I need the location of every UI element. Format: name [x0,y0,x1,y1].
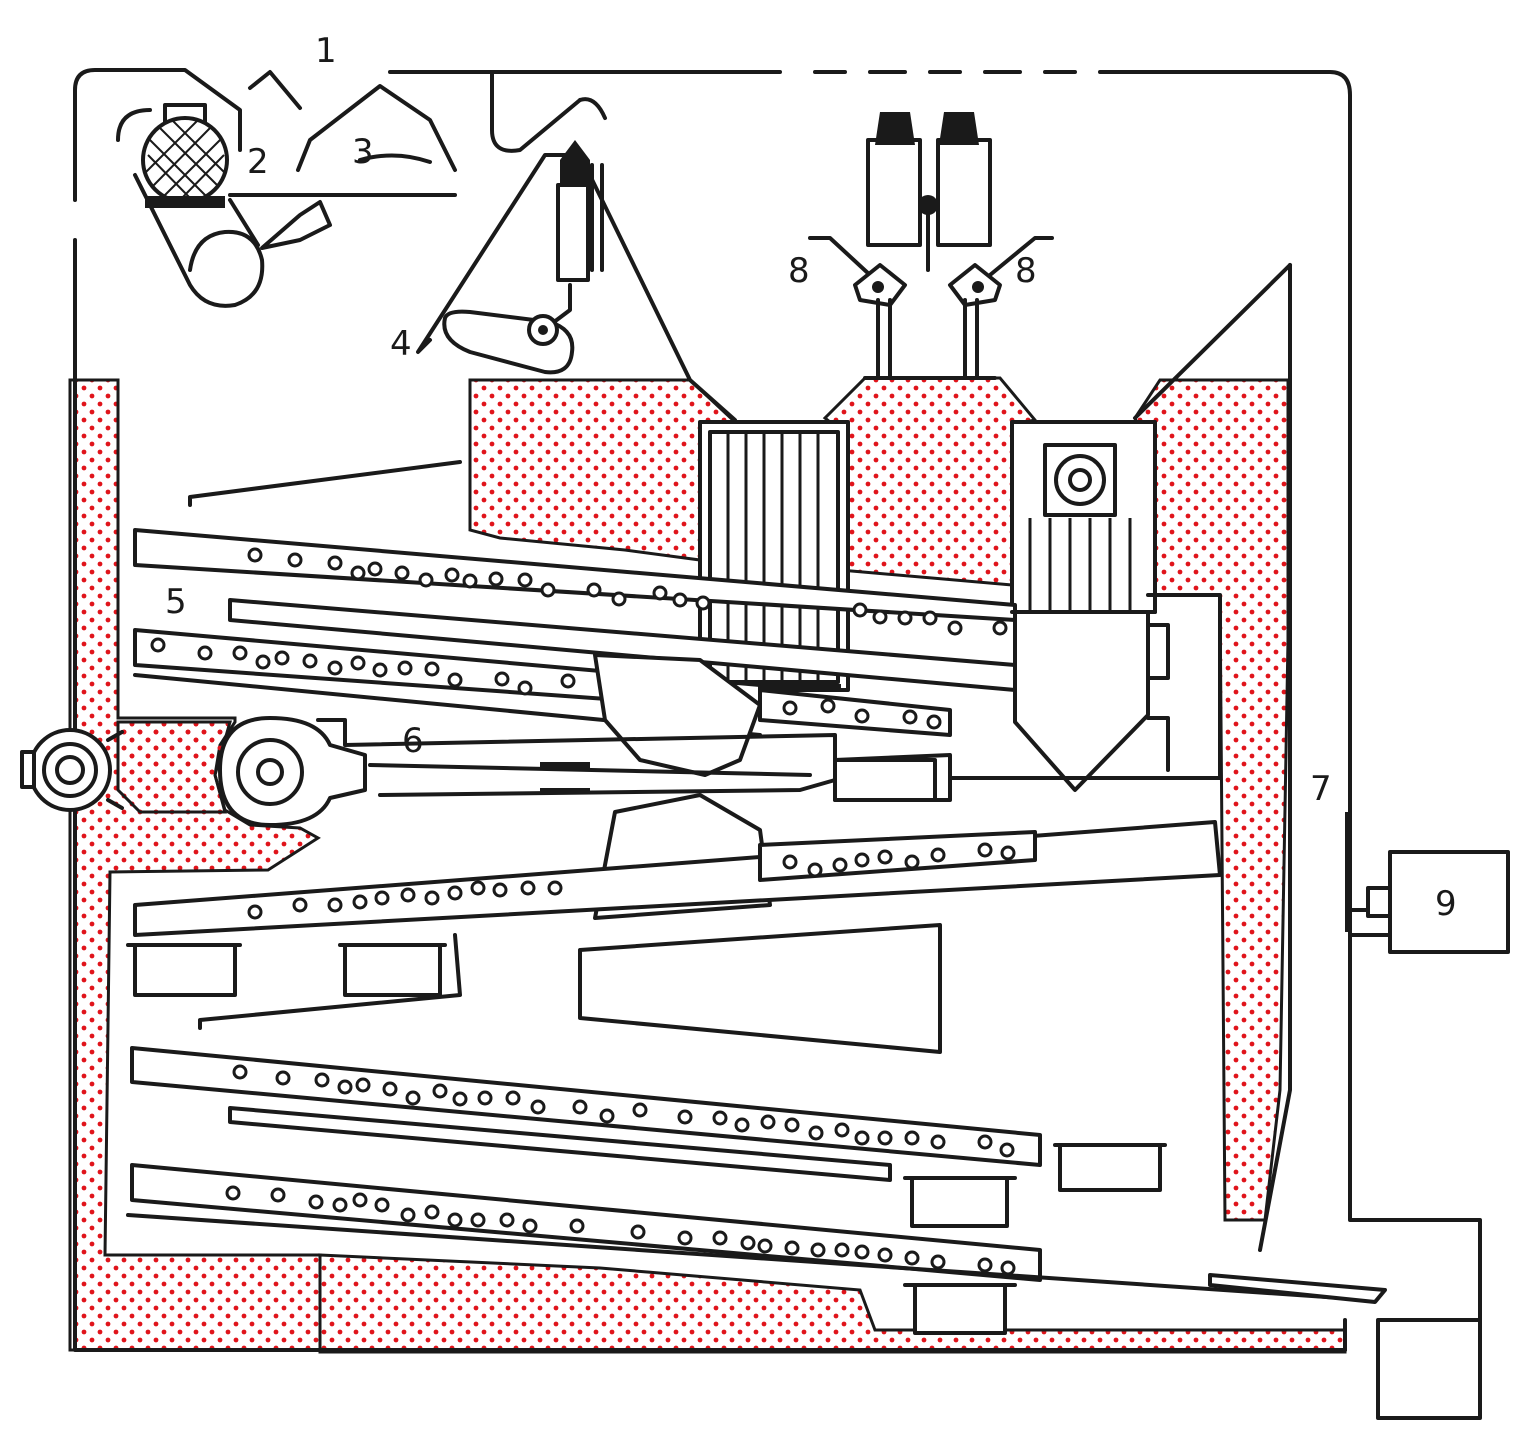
callout-6: 6 [402,721,424,761]
callout-4: 4 [390,324,412,364]
twin-burners-8 [808,112,1054,380]
callout-5: 5 [165,582,187,622]
side-ducting [1010,593,1222,780]
discharge-box [1376,1318,1482,1420]
radiant-tube-right [1010,420,1157,792]
hopper [358,153,432,164]
callout-3: 3 [352,132,374,172]
refractory-top-block [468,378,739,562]
motor-fan-assembly [116,103,332,308]
refractory-center-block [822,376,1038,587]
rollers [150,547,1016,1276]
callout-8-right: 8 [1015,251,1037,291]
duct-slope [1133,263,1292,420]
burner-assembly-4 [416,140,737,422]
callout-9: 9 [1435,884,1457,924]
outer-shell [73,68,1482,1352]
refractory-floor [318,1253,1347,1354]
refractory-blower-area [116,720,232,814]
callout-7: 7 [1310,769,1332,809]
callout-2: 2 [247,142,269,182]
motor-9 [1345,812,1510,954]
refractory-right-wall [1133,378,1290,1222]
blower-main [218,716,367,827]
inlet-flaps [248,70,607,172]
callout-1: 1 [315,31,337,71]
conveyor-middle [126,820,1222,1054]
blower-left [20,728,124,812]
callout-8-left: 8 [788,251,810,291]
callout-labels: 1 2 3 4 5 6 7 8 8 9 [165,31,1457,924]
